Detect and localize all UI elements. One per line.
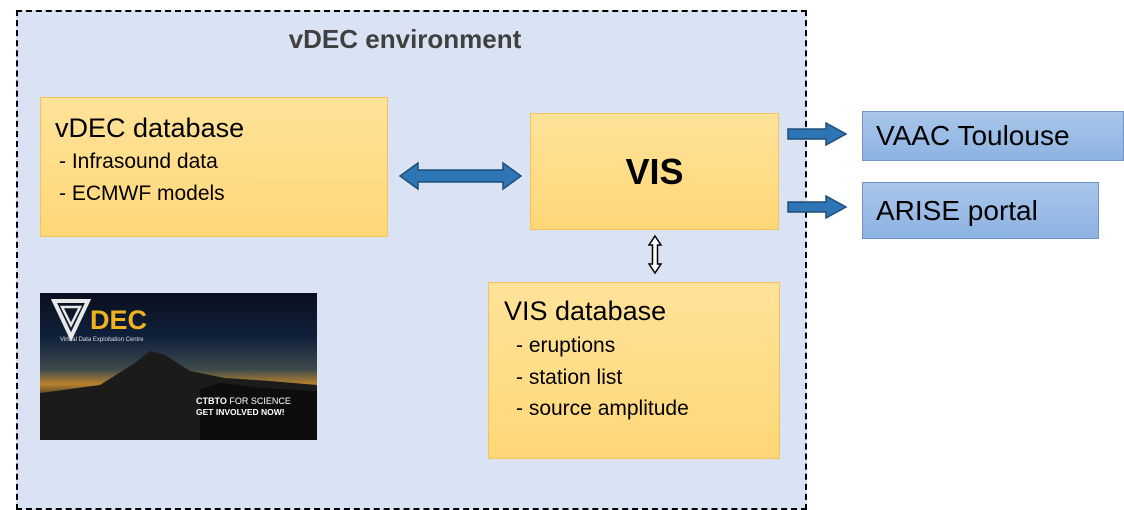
vdec-database-item-ecmwf: - ECMWF models [59, 181, 225, 205]
vaac-toulouse-label: VAAC Toulouse [876, 120, 1070, 151]
promo-caption-rest: FOR SCIENCE [227, 396, 291, 406]
vis-label: VIS [625, 150, 684, 192]
vdec-database-box: vDEC database - Infrasound data - ECMWF … [40, 97, 388, 237]
double-arrow-vdec-vis [398, 161, 523, 191]
double-arrow-vis-visdb [647, 234, 663, 275]
vis-box: VIS [530, 113, 779, 230]
vaac-toulouse-box: VAAC Toulouse [862, 111, 1124, 161]
arise-portal-label: ARISE portal [876, 194, 1038, 226]
vis-database-item-eruptions: - eruptions [516, 334, 616, 358]
vis-database-item-station-list: - station list [516, 365, 623, 389]
arrow-to-arise [787, 194, 848, 220]
foreground-hill [200, 383, 317, 440]
vdec-logo-inner-triangle [59, 305, 83, 328]
vdec-promo-image: DEC Virtual Data Exploitation Centre CTB… [40, 293, 317, 440]
vdec-logo-triangle [50, 299, 92, 342]
vis-database-box: VIS database - eruptions - station list … [488, 282, 780, 459]
environment-title: vDEC environment [288, 24, 522, 54]
vdec-database-title: vDEC database [55, 113, 245, 143]
connector-arrows [398, 121, 848, 275]
promo-caption-line1: CTBTO FOR SCIENCE [196, 396, 291, 406]
vdec-logo-subtext: Virtual Data Exploitation Centre [60, 337, 144, 343]
vdec-promo-artwork: DEC Virtual Data Exploitation Centre CTB… [40, 299, 317, 440]
vdec-database-item-infrasound: - Infrasound data [59, 150, 218, 174]
vis-database-item-source-amplitude: - source amplitude [516, 397, 689, 421]
arise-portal-box: ARISE portal [862, 182, 1099, 239]
arrow-to-vaac [787, 121, 848, 147]
promo-caption-bold: CTBTO [196, 396, 227, 406]
promo-caption-line2: GET INVOLVED NOW! [196, 407, 285, 417]
vdec-logo-text: DEC [90, 305, 147, 335]
vis-database-title: VIS database [504, 296, 667, 326]
